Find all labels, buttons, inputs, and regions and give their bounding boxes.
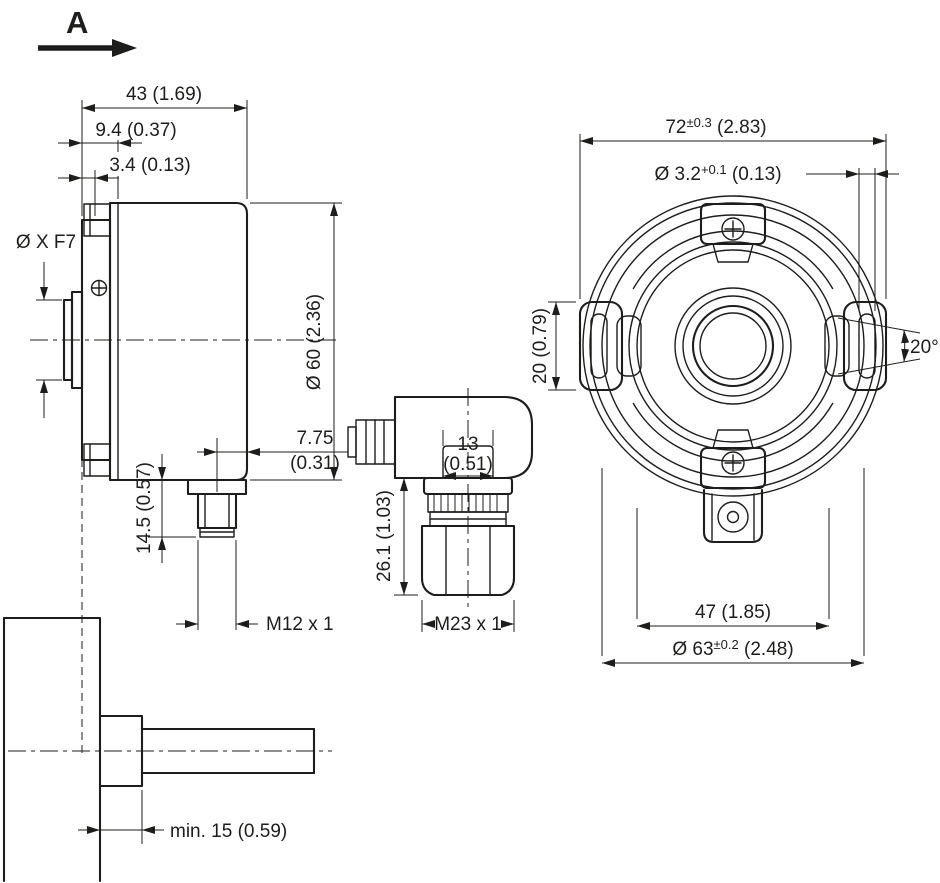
- shaft-hub: [98, 714, 144, 788]
- knurl-hatching: [433, 494, 498, 512]
- dim-label-connector-height-26: 26.1 (1.03): [374, 490, 395, 582]
- dim-label-face-width: 3.4 (0.13): [109, 155, 190, 176]
- screw-bottom-icon: [721, 451, 745, 475]
- front-view-dimensions: 72±0.3 (2.83) Ø 3.2+0.1 (0.13) 20 (0.79)…: [530, 115, 939, 667]
- dim-label-ring-diameter: Ø 63±0.2 (2.48): [672, 637, 793, 660]
- centerlines: [8, 339, 469, 756]
- dim-label-connector-width-in: (0.51): [443, 454, 493, 475]
- shaft: [62, 298, 74, 382]
- dim-label-screw-distance: 47 (1.85): [695, 602, 771, 623]
- mounting-slot-left: [590, 313, 608, 379]
- side-view-part: [62, 201, 249, 538]
- mounting-view-part: [2, 616, 316, 883]
- mounting-ear-left: [578, 300, 624, 392]
- shaft-bore: [691, 304, 775, 388]
- dim-label-overall-width: 72±0.3 (2.83): [665, 115, 766, 138]
- m12-connector-body: [196, 492, 238, 530]
- dim-label-connector-height: 14.5 (0.57): [134, 462, 155, 554]
- mounting-slot-right: [858, 313, 876, 379]
- m23-coupling-nut: [420, 524, 516, 597]
- front-view-part: [578, 195, 888, 544]
- dim-label-min-insertion: min. 15 (0.59): [170, 821, 287, 842]
- screw-top-icon: [721, 217, 745, 241]
- front-connector-stub: [702, 488, 764, 544]
- connector-view-dimensions: 13 (0.51) 26.1 (1.03) M23 x 1: [374, 430, 515, 635]
- dim-label-depth: 43 (1.69): [126, 84, 202, 105]
- dim-label-connector-width-mm: 13: [457, 434, 478, 455]
- side-view-dimensions: 43 (1.69) 9.4 (0.37) 3.4 (0.13) Ø X F7 Ø…: [16, 84, 348, 844]
- dim-label-connector-offset-in: (0.31): [290, 453, 340, 474]
- view-direction-label: A: [66, 5, 88, 40]
- dim-label-flange-offset: 9.4 (0.37): [95, 120, 176, 141]
- dim-label-slot-angle: 20°: [910, 337, 939, 358]
- clamping-ring-outline: [601, 214, 865, 478]
- mounting-wall: [2, 616, 102, 883]
- dim-label-shaft-diameter: Ø X F7: [16, 232, 76, 253]
- dim-label-m23-thread: M23 x 1: [434, 614, 502, 635]
- dim-label-m12-thread: M12 x 1: [266, 614, 334, 635]
- dim-label-slot-height: 20 (0.79): [530, 308, 551, 384]
- connector-view-part: [347, 395, 534, 597]
- dim-label-body-diameter: Ø 60 (2.36): [304, 294, 325, 390]
- dim-label-hole-diameter: Ø 3.2+0.1 (0.13): [654, 162, 781, 185]
- encoder-body-outline: [108, 201, 249, 482]
- mounting-ear-right: [842, 300, 888, 392]
- view-direction-indicator: A: [38, 5, 137, 57]
- view-arrow-head-icon: [112, 39, 137, 57]
- dim-label-connector-offset-mm: 7.75: [297, 428, 334, 449]
